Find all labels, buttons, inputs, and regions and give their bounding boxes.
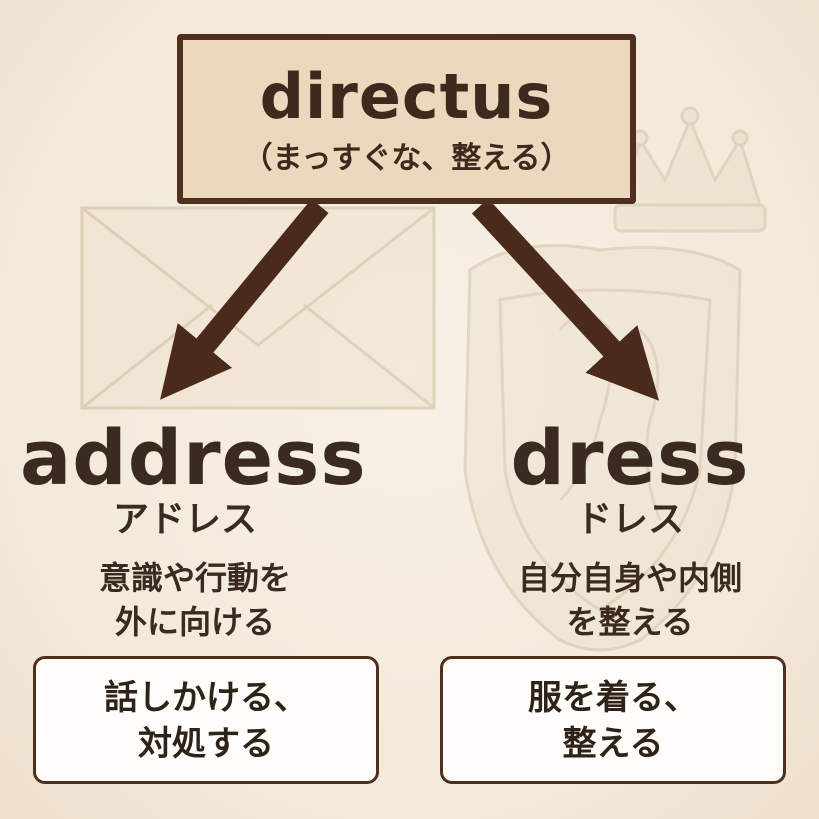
result-line: 話しかける、 <box>104 678 308 718</box>
root-meaning: （まっすぐな、整える） <box>242 141 571 176</box>
word-english: dress <box>510 413 750 502</box>
derived-word-address: address アドレス <box>20 413 367 540</box>
root-word-box: directus （まっすぐな、整える） <box>177 34 636 204</box>
word-english: address <box>20 413 367 502</box>
dress-description: 自分自身や内側 を整える <box>460 556 800 644</box>
arrow-to-address <box>160 198 329 400</box>
description-line: 意識や行動を <box>98 559 291 597</box>
word-reading: アドレス <box>112 499 257 540</box>
address-result-box: 話しかける、 対処する <box>33 656 379 784</box>
description-line: 自分自身や内側 <box>517 559 742 597</box>
address-description: 意識や行動を 外に向ける <box>20 556 370 644</box>
result-line: 対処する <box>138 724 274 764</box>
envelope-icon <box>80 206 436 410</box>
result-line: 整える <box>562 724 664 764</box>
description-line: 外に向ける <box>114 603 275 641</box>
root-word: directus <box>259 60 554 133</box>
arrow-to-dress <box>471 198 660 401</box>
description-line: を整える <box>566 603 694 641</box>
derived-word-dress: dress ドレス <box>480 418 780 540</box>
word-reading: ドレス <box>575 499 684 540</box>
result-line: 服を着る、 <box>528 678 698 718</box>
dress-result-box: 服を着る、 整える <box>440 656 786 784</box>
coat-of-arms-icon <box>463 106 767 652</box>
